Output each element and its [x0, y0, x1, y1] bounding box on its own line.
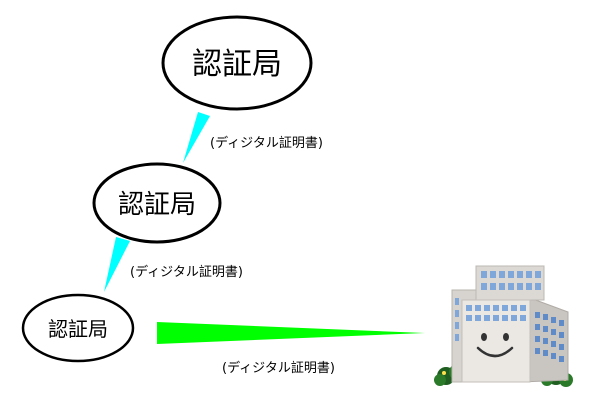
edge-label-intermediate-to-issuing: (ディジタル証明書) — [130, 264, 243, 280]
ca-node-root: 認証局 — [161, 15, 313, 111]
edge-label-root-to-intermediate: (ディジタル証明書) — [210, 135, 323, 151]
ca-node-root-label: 認証局 — [192, 47, 282, 82]
ca-node-intermediate: 認証局 — [92, 162, 222, 244]
edge-root-to-intermediate — [183, 112, 210, 163]
ca-node-root-ellipse — [161, 15, 313, 111]
edge-label-issuing-to-company: (ディジタル証明書) — [222, 360, 335, 376]
ca-node-intermediate-ellipse — [92, 162, 222, 244]
edge-issuing-to-company — [157, 322, 425, 344]
edge-intermediate-to-issuing — [104, 237, 130, 292]
ca-node-issuing-ellipse — [21, 293, 135, 363]
building-face — [476, 333, 514, 358]
ca-node-intermediate-label: 認証局 — [118, 190, 196, 220]
ca-node-issuing-label: 認証局 — [48, 317, 108, 341]
ca-node-issuing: 認証局 — [21, 293, 135, 363]
smiling-office-building-icon — [434, 265, 573, 387]
